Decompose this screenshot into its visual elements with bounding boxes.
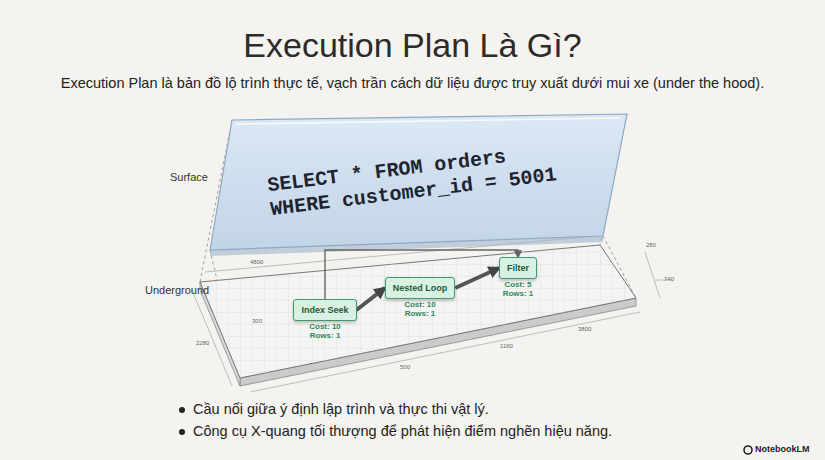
dimension-label: 300 <box>252 318 262 324</box>
layer-label: Underground <box>145 284 209 296</box>
flow-arrow <box>455 268 499 288</box>
bullet-text: Cầu nối giữa ý định lập trình và thực th… <box>193 401 489 417</box>
operator-box: Nested LoopCost: 10 Rows: 1 <box>385 277 456 299</box>
dimension-line <box>192 236 672 392</box>
dimension-label: 4800 <box>250 259 263 265</box>
glass-panel <box>210 114 627 256</box>
dimension-label: 3800 <box>578 326 591 332</box>
dimension-label: 2280 <box>196 340 209 346</box>
operator-name: Filter <box>507 263 529 273</box>
dimension-label: 500 <box>400 364 410 370</box>
watermark-icon <box>744 446 752 454</box>
layer-label: Surface <box>170 171 208 183</box>
dimension-label: 280 <box>646 242 656 248</box>
caption: Execution Plan là bản đồ lộ trình thực t… <box>61 75 764 91</box>
dimension-label: 1160 <box>500 343 513 349</box>
operator-name: Nested Loop <box>393 283 448 293</box>
operator-stats: Cost: 10 Rows: 1 <box>398 301 442 319</box>
operator-stats: Cost: 5 Rows: 1 <box>496 281 540 299</box>
title: Execution Plan Là Gì? <box>243 26 581 65</box>
bullet-dot <box>179 407 185 435</box>
operator-name: Index Seek <box>301 305 348 315</box>
dimension-label: 740 <box>664 276 674 282</box>
query-panel: SELECT * FROM orders WHERE customer_id =… <box>268 156 568 204</box>
operator-box: FilterCost: 5 Rows: 1 <box>499 257 537 279</box>
projection-line <box>200 114 636 378</box>
flow-arrow <box>325 250 518 299</box>
operator-box: Index SeekCost: 10 Rows: 1 <box>293 299 356 321</box>
bullet-text: Công cụ X-quang tối thượng để phát hiện … <box>193 423 612 439</box>
watermark: NotebookLM <box>755 444 810 454</box>
flow-arrow <box>357 288 385 310</box>
operator-stats: Cost: 10 Rows: 1 <box>303 323 347 341</box>
